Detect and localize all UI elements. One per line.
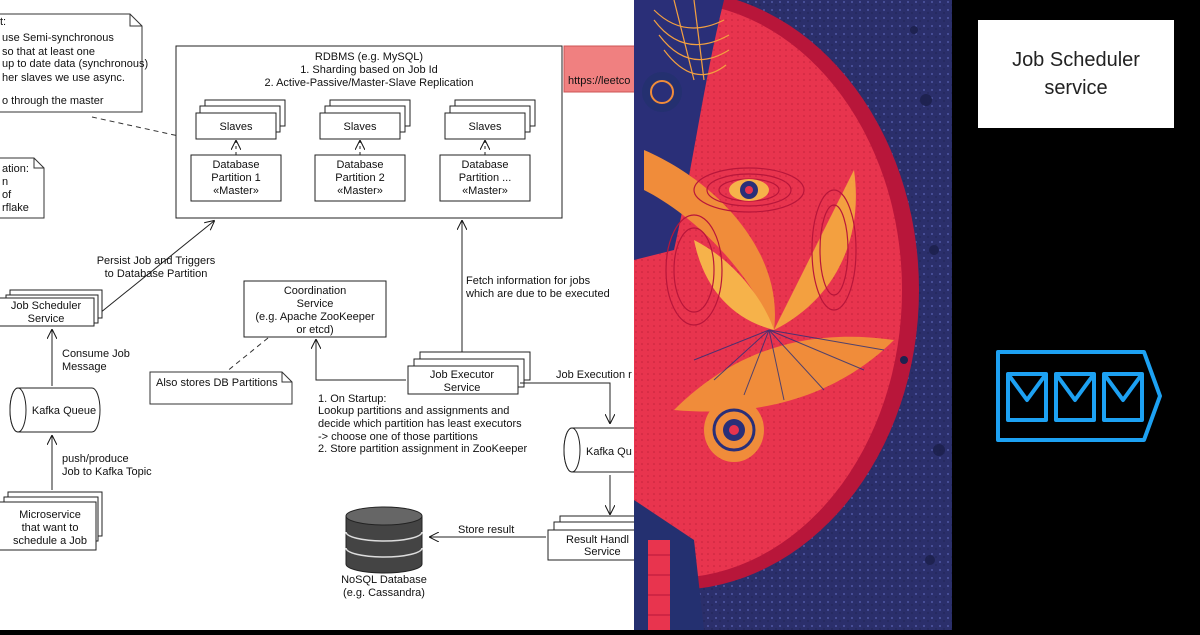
slaves-label-2: Slaves xyxy=(343,121,377,133)
replication-note-line-0: t: xyxy=(0,16,6,28)
replication-note-line-4: her slaves we use async. xyxy=(2,72,125,84)
title-card: Job Scheduler service xyxy=(978,20,1174,128)
note-connector xyxy=(91,116,207,143)
rdbms-title: RDBMS (e.g. MySQL) xyxy=(315,51,423,63)
coordination-line-1: Service xyxy=(297,298,334,310)
nosql-line-0: NoSQL Database xyxy=(341,574,427,586)
startup-line-0: 1. On Startup: xyxy=(318,393,386,405)
kafka-queue-label: Kafka Queue xyxy=(32,405,96,417)
result-handler-line-0: Result Handl xyxy=(566,534,629,546)
consume-label-line-0: Consume Job xyxy=(62,348,130,360)
microservice: Microservice that want to schedule a Job xyxy=(0,491,103,551)
title-panel: Job Scheduler service xyxy=(952,0,1200,630)
push-label-line-1: Job to Kafka Topic xyxy=(62,466,152,478)
mail-queue-icon xyxy=(994,348,1164,449)
partition-2: Slaves Database Partition 2 «Master» xyxy=(314,99,411,202)
partition-n: Slaves Database Partition ... «Master» xyxy=(439,99,536,202)
id-generation-note: ation: n of rflake xyxy=(0,157,45,219)
result-handler-service: Result Handl Service xyxy=(547,515,641,561)
kafka-queue: Kafka Queue xyxy=(9,387,101,433)
job-execution-label: Job Execution r xyxy=(556,369,632,381)
also-stores-text: Also stores DB Partitions xyxy=(156,377,278,389)
job-executor-service: Job Executor Service xyxy=(407,351,531,395)
push-label-line-0: push/produce xyxy=(62,453,129,465)
job-scheduler-line-1: Service xyxy=(28,313,65,325)
id-note-line-1: n xyxy=(2,176,8,188)
executor-coordination-arrow xyxy=(316,340,406,381)
rdbms-sharding: 1. Sharding based on Job Id xyxy=(300,64,438,76)
id-note-line-2: of xyxy=(2,189,12,201)
startup-line-3: -> choose one of those partitions xyxy=(318,431,478,443)
slaves-label-n: Slaves xyxy=(468,121,502,133)
consume-label-line-1: Message xyxy=(62,361,107,373)
fetch-label-line-0: Fetch information for jobs xyxy=(466,275,591,287)
abstract-art xyxy=(634,0,952,630)
coordination-line-0: Coordination xyxy=(284,285,346,297)
fetch-label-line-1: which are due to be executed xyxy=(465,288,610,300)
persist-arrow xyxy=(99,221,214,314)
replication-note-line-3: up to date data (synchronous) xyxy=(2,58,148,70)
persist-label-line-1: to Database Partition xyxy=(105,268,208,280)
partition-2-line-0: Database xyxy=(336,159,383,171)
kafka-queue-2-label: Kafka Qu xyxy=(586,446,632,458)
store-result-label: Store result xyxy=(458,524,514,536)
startup-line-4: 2. Store partition assignment in ZooKeep… xyxy=(318,443,527,455)
partition-1: Slaves Database Partition 1 «Master» xyxy=(190,99,286,202)
nosql-database: NoSQL Database (e.g. Cassandra) xyxy=(341,506,427,599)
startup-line-2: decide which partition has least executo… xyxy=(318,418,522,430)
url-text: https://leetco xyxy=(568,75,630,87)
result-handler-line-1: Service xyxy=(584,546,621,558)
kafka-queue-2: Kafka Qu xyxy=(563,427,641,473)
partition-1-line-2: «Master» xyxy=(213,185,259,197)
replication-note-line-2: so that at least one xyxy=(2,46,95,58)
nosql-line-1: (e.g. Cassandra) xyxy=(343,587,425,599)
coordination-note-connector xyxy=(225,337,269,373)
architecture-diagram: t: use Semi-synchronous so that at least… xyxy=(0,0,641,630)
db-partitions-note: Also stores DB Partitions xyxy=(149,371,293,405)
job-scheduler-line-0: Job Scheduler xyxy=(11,300,82,312)
partition-n-line-0: Database xyxy=(461,159,508,171)
partition-2-line-1: Partition 2 xyxy=(335,172,385,184)
title-text: Job Scheduler service xyxy=(1012,49,1140,99)
slaves-label-1: Slaves xyxy=(219,121,253,133)
id-note-line-3: rflake xyxy=(2,202,29,214)
job-scheduler-service: Job Scheduler Service xyxy=(0,289,103,327)
job-executor-line-0: Job Executor xyxy=(430,369,495,381)
replication-note: t: use Semi-synchronous so that at least… xyxy=(0,13,148,113)
eye-shape xyxy=(729,179,769,201)
microservice-line-0: Microservice xyxy=(19,509,81,521)
startup-line-1: Lookup partitions and assignments and xyxy=(318,405,509,417)
coordination-service: Coordination Service (e.g. Apache ZooKee… xyxy=(243,280,387,338)
partition-1-line-0: Database xyxy=(212,159,259,171)
persist-label-line-0: Persist Job and Triggers xyxy=(97,255,216,267)
microservice-line-1: that want to xyxy=(22,522,79,534)
replication-note-line-6: o through the master xyxy=(2,95,104,107)
coordination-line-2: (e.g. Apache ZooKeeper xyxy=(255,311,375,323)
replication-note-line-1: use Semi-synchronous xyxy=(2,32,114,44)
partition-2-line-2: «Master» xyxy=(337,185,383,197)
partition-n-line-2: «Master» xyxy=(462,185,508,197)
rdbms-replication: 2. Active-Passive/Master-Slave Replicati… xyxy=(264,77,473,89)
job-execution-arrow xyxy=(520,382,610,423)
microservice-line-2: schedule a Job xyxy=(13,535,87,547)
partition-n-line-1: Partition ... xyxy=(459,172,512,184)
coordination-line-3: or etcd) xyxy=(296,324,333,336)
job-executor-line-1: Service xyxy=(444,382,481,394)
id-note-line-0: ation: xyxy=(2,163,29,175)
partition-1-line-1: Partition 1 xyxy=(211,172,261,184)
